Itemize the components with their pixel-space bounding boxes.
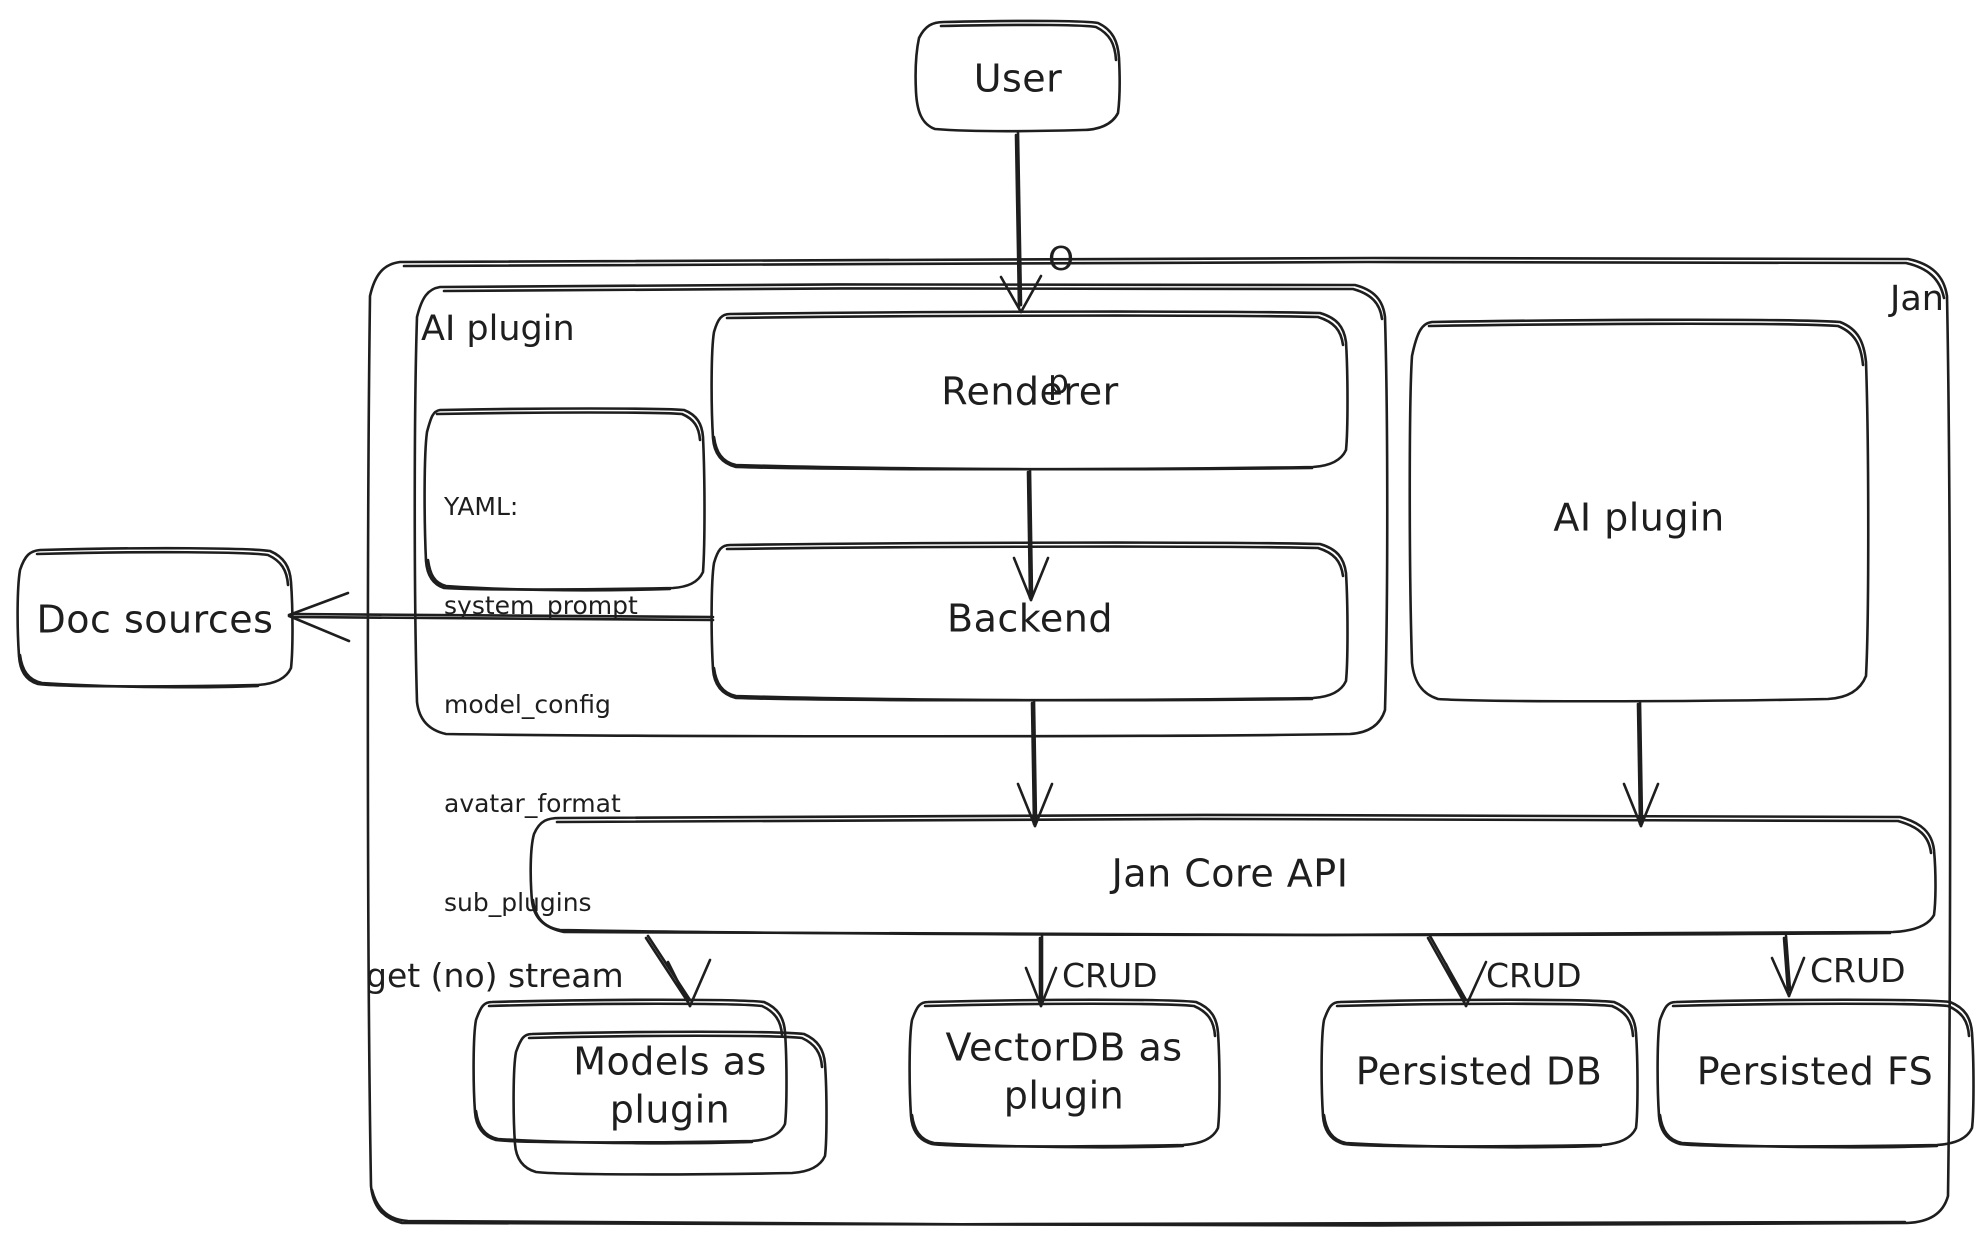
models-plugin-front-shape: [512, 1030, 828, 1176]
edge-label-core-to-persisted-db: CRUD: [1486, 956, 1582, 995]
persisted-fs-shape: [1656, 998, 1975, 1149]
persisted-fs-label: Persisted FS: [1696, 1049, 1934, 1094]
yaml-line-2: model_config: [444, 690, 611, 719]
models-plugin-back-shape: [472, 998, 788, 1145]
edge-core-to-vectordb: [1024, 934, 1058, 1008]
edge-core-to-persisted-fs: [1770, 934, 1806, 998]
edge-label-line-1: O: [1048, 238, 1074, 278]
ai-plugin-group-shape: [413, 282, 1389, 738]
jan-core-api-shape: [529, 813, 1937, 937]
yaml-line-1: system_prompt: [444, 591, 638, 620]
yaml-line-0: YAML:: [444, 492, 519, 521]
edge-core-to-models: [644, 934, 712, 1008]
edge-label-user-to-renderer: O p: [1048, 155, 1090, 485]
backend-label: Backend: [947, 596, 1113, 641]
edge-backend-to-core: [1016, 699, 1054, 828]
doc-sources-box-shape: [16, 546, 294, 689]
jan-container-label: Jan: [1890, 279, 1944, 319]
renderer-label: Renderer: [941, 369, 1119, 414]
edge-core-to-persisted-db: [1426, 934, 1488, 1008]
edge-aiplugin-to-core: [1622, 700, 1660, 828]
jan-core-api-label: Jan Core API: [1111, 851, 1349, 896]
edge-backend-to-doc-sources: [287, 591, 715, 643]
vectordb-plugin-shape: [908, 998, 1221, 1149]
edge-user-to-renderer: [999, 130, 1043, 314]
yaml-card-shape: [423, 407, 706, 592]
ai-plugin-box-shape: [1408, 318, 1870, 703]
ai-plugin-group-label: AI plugin: [421, 309, 575, 349]
user-box-shape: [914, 19, 1121, 133]
edge-label-core-to-vectordb: CRUD: [1062, 956, 1158, 995]
yaml-line-4: sub_plugins: [444, 888, 592, 917]
renderer-box-shape: [710, 310, 1349, 471]
backend-box-shape: [710, 541, 1349, 702]
doc-sources-label: Doc sources: [36, 597, 274, 642]
user-label: User: [973, 56, 1063, 101]
ai-plugin-box-label: AI plugin: [1553, 495, 1725, 540]
persisted-db-label: Persisted DB: [1355, 1049, 1603, 1094]
yaml-line-3: avatar_format: [444, 789, 621, 818]
edge-renderer-to-backend: [1012, 468, 1050, 602]
edge-label-line-2: p: [1048, 362, 1069, 402]
persisted-db-shape: [1320, 998, 1639, 1149]
edge-label-core-to-models: get (no) stream: [366, 956, 624, 995]
jan-container-shape: [366, 256, 1952, 1227]
edge-label-core-to-persisted-fs: CRUD: [1810, 951, 1906, 990]
yaml-card-text: YAML: system_prompt model_config avatar_…: [444, 424, 638, 985]
